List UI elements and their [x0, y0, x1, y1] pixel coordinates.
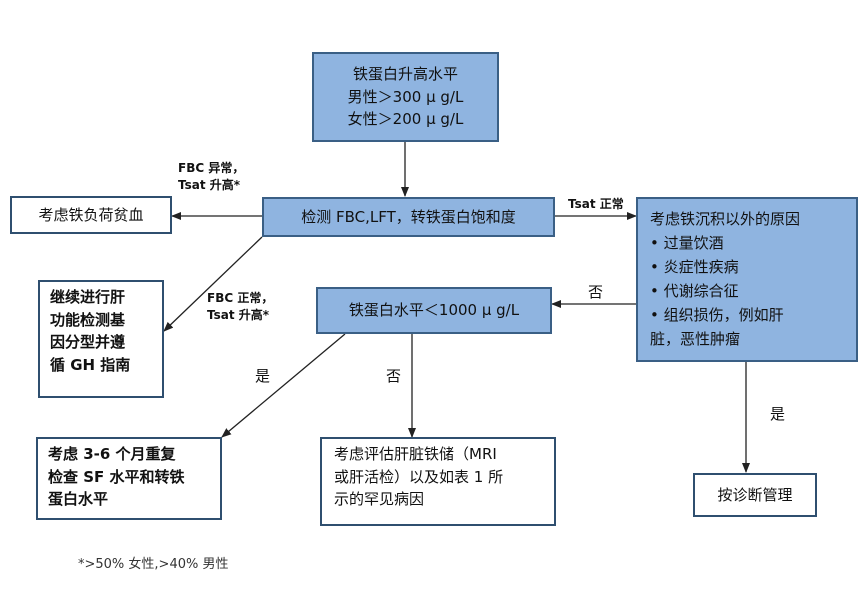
other-cause-continued: 脏，恶性肿瘤: [650, 330, 741, 348]
label-yes-right: 是: [770, 405, 786, 423]
label-tsat-normal: Tsat 正常: [568, 197, 624, 211]
other-causes-title: 考虑铁沉积以外的原因: [650, 210, 801, 228]
evaluate-liver-iron-box: 考虑评估肝脏铁储（MRI 或肝活检）以及如表 1 所 示的罕见病因: [320, 437, 556, 526]
ferritin-level-text: 铁蛋白水平＜1000 μ g/L: [348, 301, 520, 320]
recheck-line-2: 检查 SF 水平和转铁: [48, 467, 185, 486]
label-fbc-abnormal: FBC 异常， Tsat 升高*: [178, 161, 245, 193]
recheck-sf-box: 考虑 3-6 个月重复 检查 SF 水平和转铁 蛋白水平: [36, 437, 222, 520]
top-line-1: 铁蛋白升高水平: [352, 65, 458, 84]
other-cause-item: 炎症性疾病: [650, 255, 846, 279]
footnote: *>50% 女性,>40% 男性: [78, 557, 229, 572]
manage-by-diagnosis-box: 按诊断管理: [693, 473, 817, 517]
label-no-right: 否: [588, 283, 604, 301]
evaluate-line-2: 或肝活检）以及如表 1 所: [334, 467, 504, 486]
ferritin-level-box: 铁蛋白水平＜1000 μ g/L: [316, 287, 552, 334]
recheck-line-3: 蛋白水平: [48, 490, 109, 508]
top-line-3: 女性＞200 μ g/L: [347, 110, 464, 129]
label-yes-left: 是: [255, 367, 271, 385]
other-cause-item: 组织损伤，例如肝: [650, 303, 846, 327]
continue-liver-test-box: 继续进行肝 功能检测基 因分型并遵 循 GH 指南: [38, 280, 164, 398]
continue-line-3: 因分型并遵: [50, 333, 126, 351]
other-cause-item: 过量饮酒: [650, 231, 846, 255]
label-no-mid: 否: [386, 367, 402, 385]
continue-line-2: 功能检测基: [50, 310, 126, 329]
evaluate-line-3: 示的罕见病因: [334, 490, 425, 508]
test-text: 检测 FBC,LFT，转铁蛋白饱和度: [301, 207, 516, 226]
evaluate-line-1: 考虑评估肝脏铁储（MRI: [334, 445, 497, 463]
continue-line-1: 继续进行肝: [50, 288, 126, 306]
anemia-text: 考虑铁负荷贫血: [38, 205, 144, 224]
ferritin-elevated-box: 铁蛋白升高水平 男性＞300 μ g/L 女性＞200 μ g/L: [312, 52, 499, 142]
iron-loading-anemia-box: 考虑铁负荷贫血: [10, 196, 172, 234]
top-line-2: 男性＞300 μ g/L: [347, 87, 464, 106]
arrow-ferritin-to-recheck: [221, 333, 346, 438]
other-cause-item: 代谢综合征: [650, 279, 846, 303]
continue-line-4: 循 GH 指南: [50, 355, 131, 374]
arrow-test-to-continue: [163, 236, 263, 332]
manage-text: 按诊断管理: [717, 485, 793, 504]
recheck-line-1: 考虑 3-6 个月重复: [48, 445, 176, 463]
test-fbc-lft-box: 检测 FBC,LFT，转铁蛋白饱和度: [262, 197, 555, 237]
other-causes-box: 考虑铁沉积以外的原因 过量饮酒 炎症性疾病 代谢综合征 组织损伤，例如肝 脏，恶…: [636, 197, 858, 362]
label-fbc-normal: FBC 正常， Tsat 升高*: [207, 291, 274, 323]
